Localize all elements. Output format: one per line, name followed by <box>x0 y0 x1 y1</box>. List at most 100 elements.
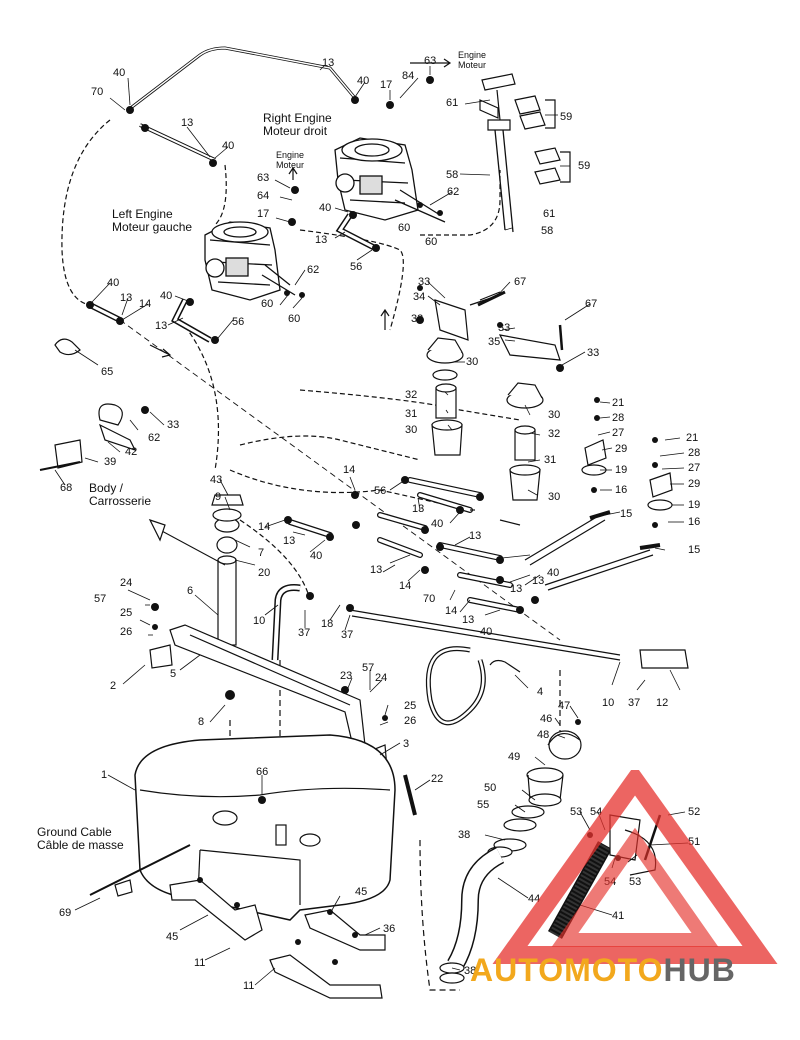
callout-62: 62 <box>307 264 320 276</box>
callout-6: 6 <box>187 585 194 597</box>
callout-47: 47 <box>558 700 571 712</box>
callout-24: 24 <box>120 577 133 589</box>
callout-40: 40 <box>222 140 235 152</box>
ground-cable-caption: Ground Cable Câble de masse <box>37 826 124 852</box>
callout-28: 28 <box>688 447 701 459</box>
watermark-text-moto: MOTO <box>564 952 664 988</box>
callout-15: 15 <box>620 508 633 520</box>
callout-62: 62 <box>447 186 460 198</box>
callout-59: 59 <box>578 160 591 172</box>
callout-33: 33 <box>587 347 600 359</box>
engine-arrow-caption-top: Engine Moteur <box>458 50 486 70</box>
callout-33: 33 <box>167 419 180 431</box>
watermark-text-hub: HUB <box>663 952 736 988</box>
callout-33: 33 <box>418 276 431 288</box>
callout-56: 56 <box>350 261 363 273</box>
callout-19: 19 <box>688 499 701 511</box>
callout-13: 13 <box>510 583 523 595</box>
callout-53: 53 <box>570 806 583 818</box>
callout-29: 29 <box>688 478 701 490</box>
callout-36: 36 <box>383 923 396 935</box>
callout-15: 15 <box>688 544 701 556</box>
callout-16: 16 <box>615 484 628 496</box>
callout-24: 24 <box>375 672 388 684</box>
callout-20: 20 <box>258 567 271 579</box>
callout-32: 32 <box>548 428 561 440</box>
callout-46: 46 <box>540 713 553 725</box>
callout-57: 57 <box>94 593 107 605</box>
callout-63: 63 <box>424 55 437 67</box>
callout-61: 61 <box>446 97 459 109</box>
callout-45: 45 <box>355 886 368 898</box>
callout-60: 60 <box>261 298 274 310</box>
callout-22: 22 <box>431 773 444 785</box>
callout-37: 37 <box>341 629 354 641</box>
callout-62: 62 <box>148 432 161 444</box>
callout-57: 57 <box>362 662 375 674</box>
callout-18: 18 <box>321 618 334 630</box>
body-caption: Body / Carrosserie <box>89 482 151 508</box>
callout-11: 11 <box>243 980 255 992</box>
callout-58: 58 <box>446 169 459 181</box>
callout-59: 59 <box>560 111 573 123</box>
right-engine-caption-fr: Moteur droit <box>263 124 328 138</box>
callout-60: 60 <box>398 222 411 234</box>
callout-42: 42 <box>125 446 138 458</box>
callout-13: 13 <box>120 292 133 304</box>
callout-40: 40 <box>319 202 332 214</box>
callout-35: 35 <box>488 336 501 348</box>
engine-arrow-caption-left-en: Engine <box>276 150 305 160</box>
callout-64: 64 <box>257 190 270 202</box>
callout-13: 13 <box>469 530 482 542</box>
callout-66: 66 <box>256 766 269 778</box>
callout-26: 26 <box>120 626 133 638</box>
callout-33: 33 <box>498 322 511 334</box>
callout-13: 13 <box>315 234 328 246</box>
right-engine-caption: Right Engine Moteur droit <box>263 112 332 138</box>
callout-26: 26 <box>404 715 417 727</box>
callout-34: 34 <box>413 291 426 303</box>
callout-53: 53 <box>629 876 642 888</box>
callout-39: 39 <box>104 456 117 468</box>
engine-arrow-caption-top-fr: Moteur <box>458 60 487 70</box>
callout-16: 16 <box>688 516 701 528</box>
body-caption-en: Body / <box>89 481 124 495</box>
callout-8: 8 <box>198 716 205 728</box>
callout-3: 3 <box>403 738 410 750</box>
callout-56: 56 <box>374 485 387 497</box>
callout-84: 84 <box>402 70 415 82</box>
callout-40: 40 <box>113 67 126 79</box>
watermark-text-auto: AUTO <box>470 952 565 988</box>
callout-40: 40 <box>310 550 323 562</box>
callout-67: 67 <box>514 276 527 288</box>
callout-13: 13 <box>462 614 475 626</box>
engine-arrow-caption-top-en: Engine <box>458 50 487 60</box>
callout-17: 17 <box>380 79 393 91</box>
callout-1: 1 <box>101 769 108 781</box>
callout-12: 12 <box>656 697 669 709</box>
callout-14: 14 <box>139 298 152 310</box>
callout-25: 25 <box>120 607 133 619</box>
callout-50: 50 <box>484 782 497 794</box>
callout-38: 38 <box>464 965 477 977</box>
callout-58: 58 <box>541 225 554 237</box>
callout-25: 25 <box>404 700 417 712</box>
callout-29: 29 <box>615 443 628 455</box>
callout-10: 10 <box>602 697 615 709</box>
callout-30: 30 <box>466 356 479 368</box>
callout-37: 37 <box>628 697 641 709</box>
callout-21: 21 <box>686 432 699 444</box>
callout-48: 48 <box>537 729 550 741</box>
callout-28: 28 <box>612 412 625 424</box>
callout-14: 14 <box>445 605 458 617</box>
callout-61: 61 <box>543 208 556 220</box>
callout-2: 2 <box>110 680 117 692</box>
watermark-text: AUTOMOTOHUB <box>470 952 736 989</box>
callout-27: 27 <box>688 462 701 474</box>
callout-52: 52 <box>688 806 701 818</box>
callout-40: 40 <box>160 290 173 302</box>
callout-13: 13 <box>283 535 296 547</box>
callout-40: 40 <box>480 626 493 638</box>
callout-4: 4 <box>537 686 544 698</box>
callout-10: 10 <box>253 615 266 627</box>
